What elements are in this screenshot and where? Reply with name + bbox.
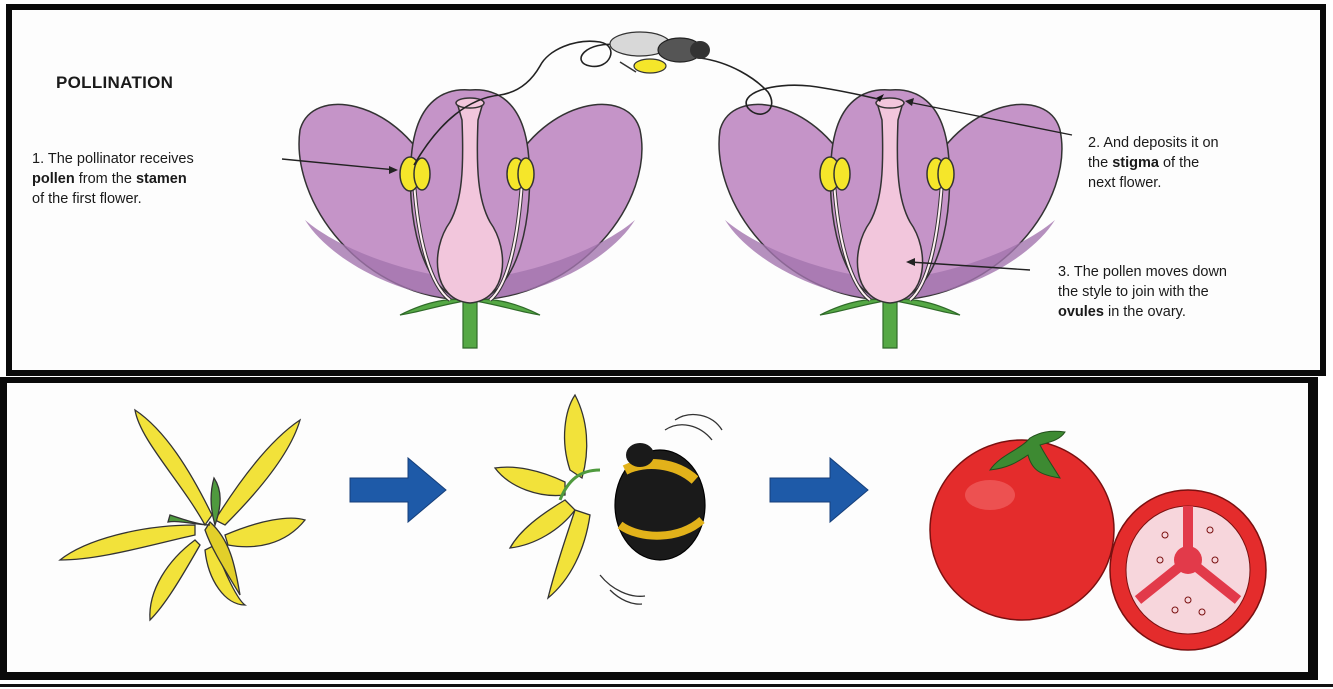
tomato-fruit <box>930 431 1266 650</box>
sequence-arrow-2 <box>770 458 868 522</box>
tomato-flower <box>60 410 305 620</box>
tomato-whole <box>930 440 1114 620</box>
sequence-arrow-1 <box>350 458 446 522</box>
bottom-rule <box>0 684 1333 687</box>
bee-pollinating-flower <box>495 395 722 604</box>
